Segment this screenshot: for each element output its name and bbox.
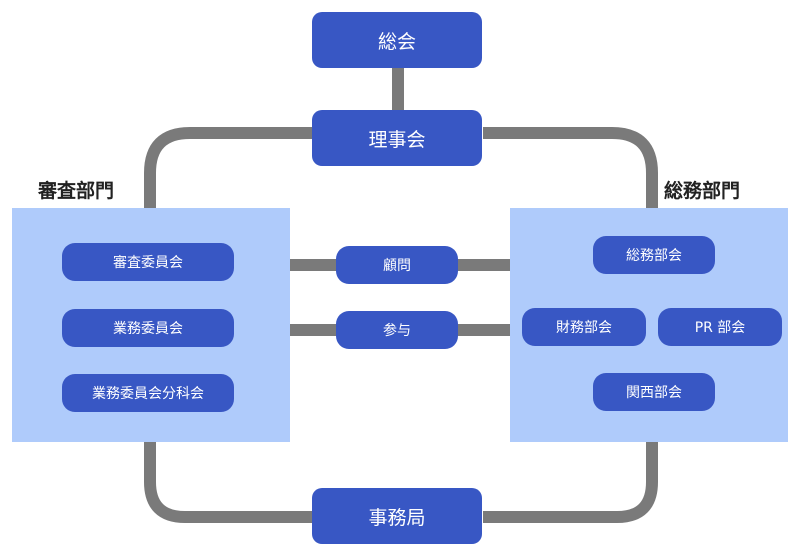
pr-section-label: PR 部会	[694, 320, 746, 336]
board-node: 理事会	[312, 110, 482, 166]
secretariat-label: 事務局	[368, 506, 426, 529]
advisor-node: 顧問	[336, 246, 458, 284]
kansai-section-label: 関西部会	[626, 385, 682, 401]
counselor-label: 参与	[383, 323, 411, 339]
connector-board-review	[144, 127, 312, 210]
secretariat-node: 事務局	[312, 488, 482, 544]
connector-review-secretariat	[144, 440, 312, 523]
general-meeting-label: 総会	[377, 30, 416, 53]
review-committee-label: 審査委員会	[113, 255, 183, 271]
connector-affairs-secretariat	[483, 440, 658, 523]
board-label: 理事会	[368, 128, 426, 151]
general-meeting-node: 総会	[312, 12, 482, 68]
business-subcommittee-node: 業務委員会分科会	[62, 374, 234, 412]
connector-board-affairs	[483, 127, 658, 210]
general-affairs-section-node: 総務部会	[593, 236, 715, 274]
kansai-section-node: 関西部会	[593, 373, 715, 411]
pr-section-node: PR 部会	[658, 308, 782, 346]
finance-section-node: 財務部会	[522, 308, 646, 346]
business-committee-label: 業務委員会	[113, 321, 183, 337]
counselor-node: 参与	[336, 311, 458, 349]
review-committee-node: 審査委員会	[62, 243, 234, 281]
general-affairs-section-label: 総務部会	[626, 248, 682, 264]
affairs-dept-label: 総務部門	[664, 180, 741, 202]
business-committee-node: 業務委員会	[62, 309, 234, 347]
business-subcommittee-label: 業務委員会分科会	[92, 386, 204, 402]
review-dept-label: 審査部門	[38, 180, 115, 202]
finance-section-label: 財務部会	[556, 320, 612, 336]
advisor-label: 顧問	[383, 258, 411, 274]
